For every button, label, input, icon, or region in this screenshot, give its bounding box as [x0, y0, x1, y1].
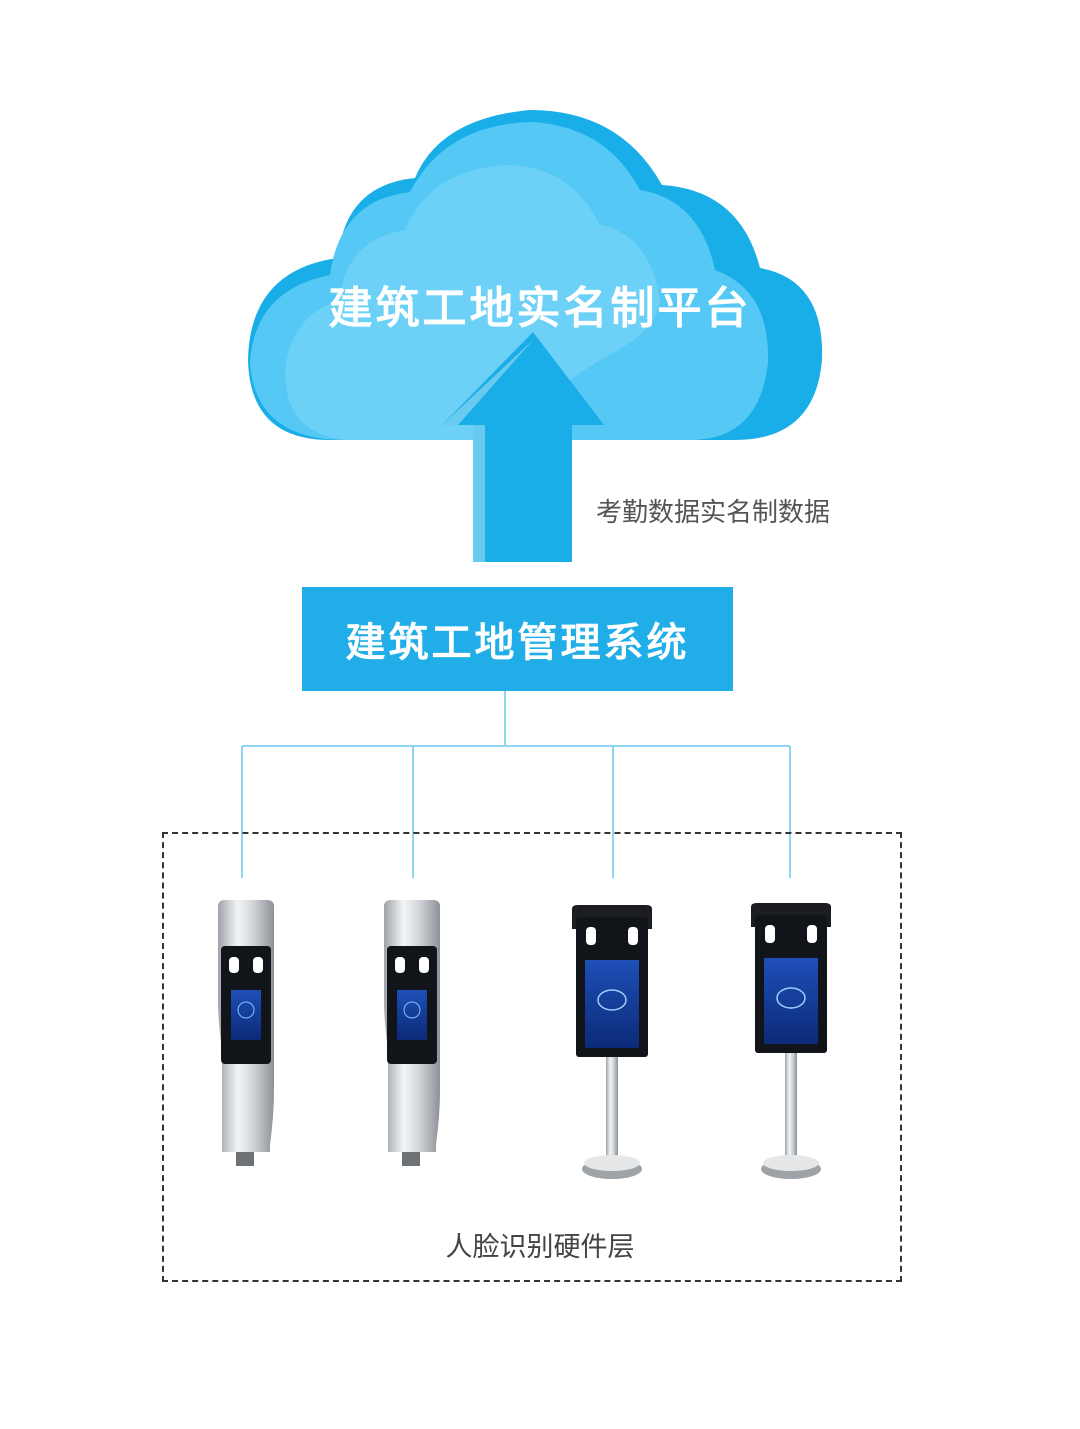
upload-arrow: [442, 332, 604, 562]
camera-right: [419, 957, 429, 973]
screen-emblem: [403, 1001, 421, 1019]
device-pole: [606, 1057, 618, 1157]
screen-emblem: [597, 989, 627, 1011]
data-flow-label: 考勤数据实名制数据: [596, 498, 831, 528]
hardware-layer-frame: [162, 832, 902, 1282]
device-base-top: [763, 1155, 819, 1171]
connector-lines: [241, 691, 791, 878]
device-base-top: [584, 1155, 640, 1171]
device-pole-terminal-2: [751, 903, 831, 1179]
device-cylinder-terminal-1: [218, 900, 274, 1166]
camera-left: [229, 957, 239, 973]
screen-emblem: [237, 1001, 255, 1019]
camera-left: [765, 925, 775, 943]
arrow-shaft: [442, 332, 604, 562]
device-screen: [397, 990, 427, 1040]
arrow-highlight: [442, 340, 533, 562]
hardware-layer-label: 人脸识别硬件层: [445, 1232, 635, 1263]
cloud-front-layer: [285, 165, 660, 440]
device-base: [236, 1152, 254, 1166]
device-screen: [764, 958, 818, 1044]
camera-right: [253, 957, 263, 973]
management-system-box: 建筑工地管理系统: [302, 587, 733, 691]
cloud-middle-layer: [250, 122, 769, 440]
device-pole-terminal-1: [572, 905, 652, 1179]
device-top-cap: [384, 900, 440, 950]
screen-emblem: [776, 987, 806, 1009]
camera-left: [395, 957, 405, 973]
device-screen: [585, 960, 639, 1048]
cloud-shape: [248, 110, 823, 440]
camera-right: [807, 925, 817, 943]
device-pole: [785, 1053, 797, 1157]
device-base: [402, 1152, 420, 1166]
camera-right: [628, 927, 638, 945]
device-cylinder-terminal-2: [384, 900, 440, 1166]
device-top-cap: [218, 900, 274, 950]
camera-left: [586, 927, 596, 945]
cloud-platform-title: 建筑工地实名制平台: [328, 283, 752, 334]
management-system-title: 建筑工地管理系统: [345, 620, 690, 666]
device-screen: [231, 990, 261, 1040]
